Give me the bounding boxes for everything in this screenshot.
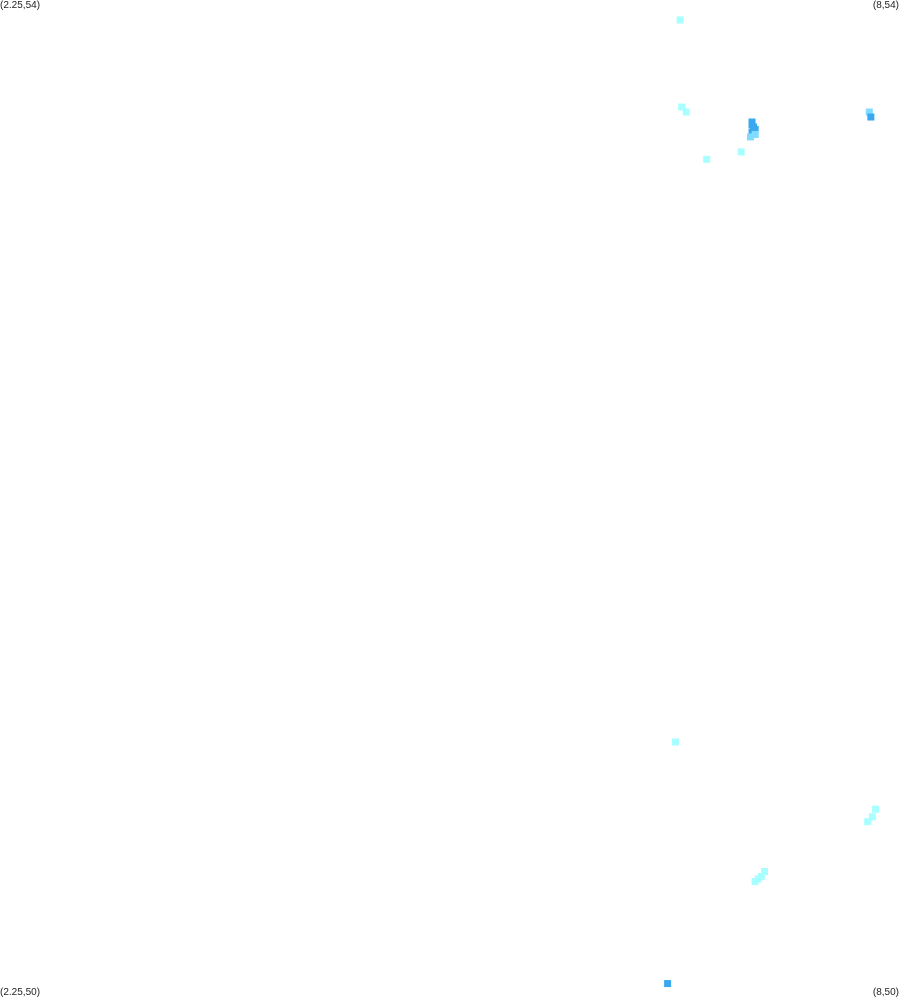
data-point: [676, 16, 684, 24]
data-point: [872, 805, 880, 813]
corner-label-bottom-left: (2.25,50): [0, 987, 41, 998]
data-point: [678, 103, 686, 111]
data-point: [682, 108, 690, 116]
corner-label-top-right: (8,54): [872, 0, 899, 11]
data-point: [865, 108, 873, 116]
corner-label-bottom-right: (8,50): [872, 987, 899, 998]
corner-label-top-left: (2.25,54): [0, 0, 41, 11]
data-point: [868, 813, 876, 821]
data-point: [751, 877, 759, 885]
data-point: [761, 868, 769, 875]
data-point: [864, 818, 872, 826]
data-point: [737, 148, 745, 156]
data-point: [671, 738, 679, 746]
data-point: [703, 155, 711, 163]
data-point: [867, 113, 875, 121]
data-point: [664, 980, 672, 988]
data-point: [746, 133, 754, 141]
data-point: [751, 130, 759, 138]
